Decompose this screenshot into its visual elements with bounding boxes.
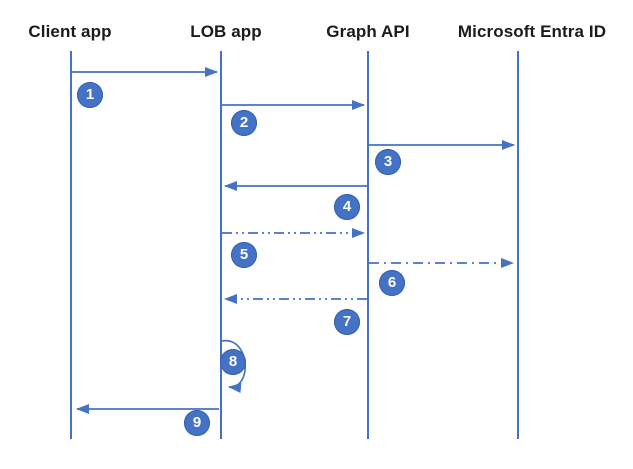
step-badge-3: 3 bbox=[375, 149, 401, 175]
step-badge-5: 5 bbox=[231, 242, 257, 268]
step-badge-4: 4 bbox=[334, 194, 360, 220]
actor-label-entra-id: Microsoft Entra ID bbox=[457, 22, 607, 41]
step-badge-2: 2 bbox=[231, 110, 257, 136]
step-badge-7: 7 bbox=[334, 309, 360, 335]
actor-label-lob-app: LOB app bbox=[190, 22, 262, 41]
step-badge-8: 8 bbox=[220, 349, 246, 375]
step-badge-9: 9 bbox=[184, 410, 210, 436]
actor-label-client-app: Client app bbox=[28, 22, 112, 41]
actor-label-graph-api: Graph API bbox=[326, 22, 410, 41]
step-badge-1: 1 bbox=[77, 82, 103, 108]
step-badge-6: 6 bbox=[379, 270, 405, 296]
